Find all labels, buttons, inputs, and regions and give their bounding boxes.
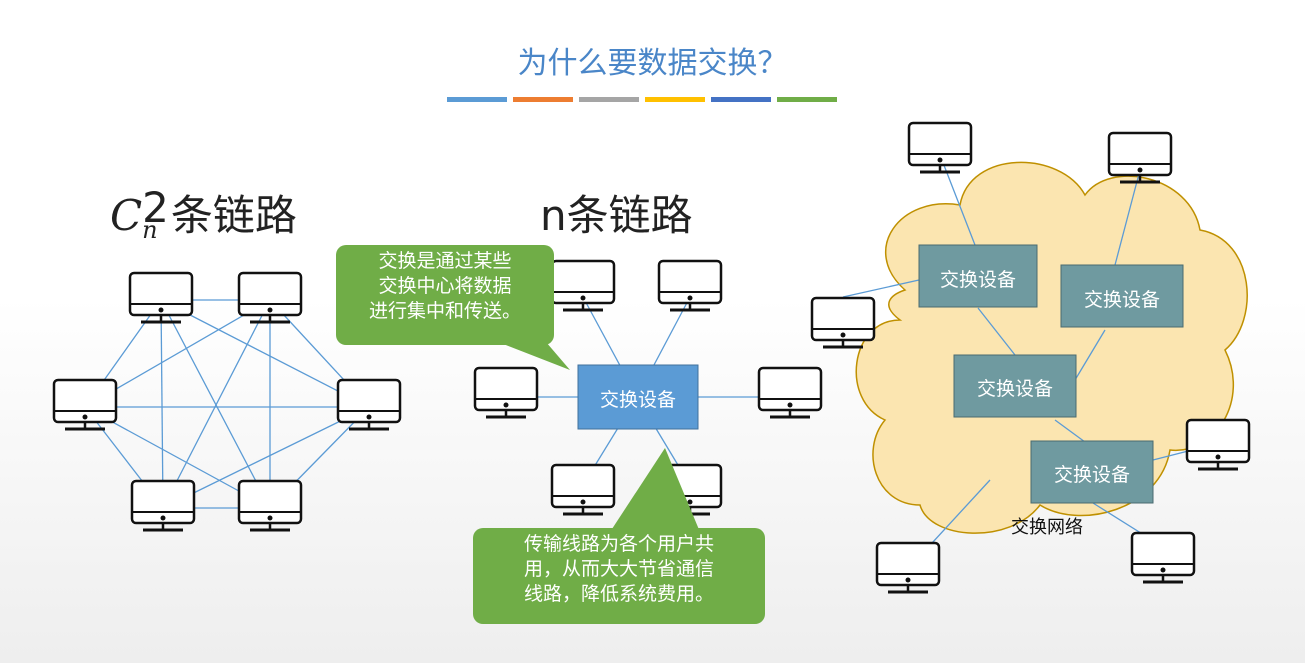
switches	[577, 244, 1184, 504]
monitor-icon	[657, 259, 723, 312]
monitor-icon	[1130, 531, 1196, 584]
monitor-button	[267, 515, 273, 521]
callout-line: 进行集中和传送。	[368, 300, 521, 322]
monitor-button	[687, 295, 693, 301]
monitor-icon	[875, 541, 941, 594]
monitor-icon	[550, 259, 616, 312]
monitor-button	[1137, 167, 1143, 173]
monitor-icon	[130, 479, 196, 532]
accent-bar	[711, 97, 771, 102]
callout-line: 传输线路为各个用户共	[523, 533, 714, 555]
monitor-button	[158, 307, 164, 313]
monitors	[52, 121, 1251, 594]
monitor-icon	[237, 271, 303, 324]
callout-line: 用，从而大大节省通信	[523, 558, 714, 580]
monitor-button	[1215, 454, 1221, 460]
link-line	[162, 406, 370, 509]
star-heading: n条链路	[540, 191, 693, 240]
page-title: 为什么要数据交换？	[517, 46, 788, 81]
monitor-button	[905, 577, 911, 583]
monitor-icon	[550, 463, 616, 516]
switch-box-star	[577, 364, 699, 430]
callout-line: 交换是通过某些	[378, 250, 512, 272]
accent-bar	[579, 97, 639, 102]
formula-sub: n	[142, 215, 158, 244]
monitor-icon	[128, 271, 194, 324]
monitor-button	[82, 414, 88, 420]
monitor-button	[840, 332, 846, 338]
accent-bar	[513, 97, 573, 102]
formula-suffix: 条链路	[170, 191, 297, 240]
formula-base: C	[110, 191, 143, 240]
monitor-icon	[473, 366, 539, 419]
monitor-button	[687, 499, 693, 505]
monitor-icon	[336, 378, 402, 431]
link-line	[842, 279, 920, 298]
accent-bar	[447, 97, 507, 102]
link-line	[160, 299, 370, 408]
monitor-button	[160, 515, 166, 521]
monitor-icon	[52, 378, 118, 431]
link-line	[1054, 419, 1086, 443]
link-line	[939, 154, 976, 246]
accent-bar	[777, 97, 837, 102]
monitor-button	[503, 402, 509, 408]
switch-box-3	[953, 354, 1077, 418]
link-line	[160, 299, 271, 509]
monitor-icon	[1185, 418, 1251, 471]
links	[84, 154, 1201, 581]
callout-line: 线路，降低系统费用。	[523, 583, 714, 605]
switch-box-2	[1060, 264, 1184, 328]
monitor-icon	[810, 296, 876, 349]
monitor-icon	[1107, 131, 1173, 184]
link-line	[1114, 169, 1141, 266]
monitor-button	[1160, 567, 1166, 573]
link-line	[977, 307, 1016, 356]
monitor-button	[787, 402, 793, 408]
monitor-icon	[237, 479, 303, 532]
title-underline-bars	[447, 97, 843, 102]
callout-bottom: 传输线路为各个用户共 用，从而大大节省通信 线路，降低系统费用。	[473, 528, 765, 624]
link-line	[1074, 329, 1106, 381]
callout-line: 交换中心将数据	[378, 275, 512, 297]
accent-bar	[645, 97, 705, 102]
network-label: 交换网络	[1011, 517, 1083, 538]
callout-top: 交换是通过某些 交换中心将数据 进行集中和传送。	[336, 245, 554, 345]
link-line	[162, 299, 271, 509]
switch-box-1	[918, 244, 1038, 308]
monitor-button	[366, 414, 372, 420]
switch-box-4	[1030, 440, 1154, 504]
monitor-button	[580, 295, 586, 301]
monitor-button	[580, 499, 586, 505]
monitor-button	[937, 157, 943, 163]
monitor-icon	[907, 121, 973, 174]
callout-tail-bottom	[610, 448, 700, 532]
link-line	[160, 299, 164, 509]
monitor-button	[267, 307, 273, 313]
monitor-icon	[757, 366, 823, 419]
